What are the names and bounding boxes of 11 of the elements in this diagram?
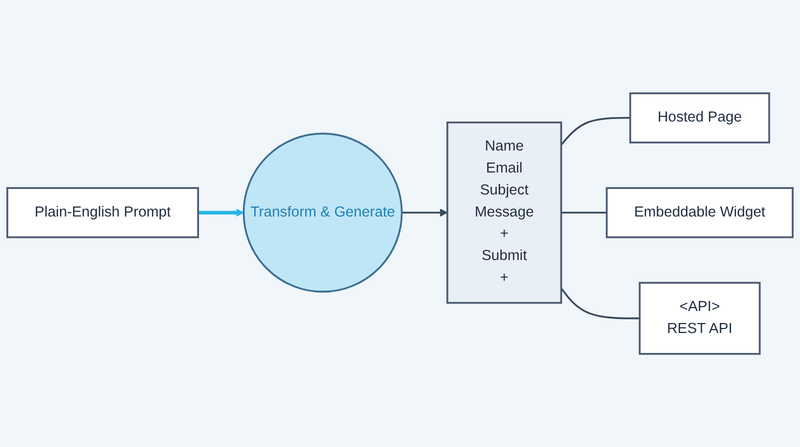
- node-box: Embeddable Widget: [606, 187, 794, 238]
- node-circle: Transform & Generate: [242, 132, 403, 293]
- node-box: Name Email Subject Message + Submit +: [446, 121, 562, 304]
- connector: [561, 212, 607, 214]
- connector: [560, 116, 630, 146]
- node-box: <API> REST API: [638, 282, 761, 355]
- node-box: Hosted Page: [629, 92, 770, 144]
- arrow: [402, 208, 448, 217]
- arrow: [198, 208, 244, 217]
- node-box: Plain-English Prompt: [6, 187, 200, 238]
- connector: [560, 288, 640, 320]
